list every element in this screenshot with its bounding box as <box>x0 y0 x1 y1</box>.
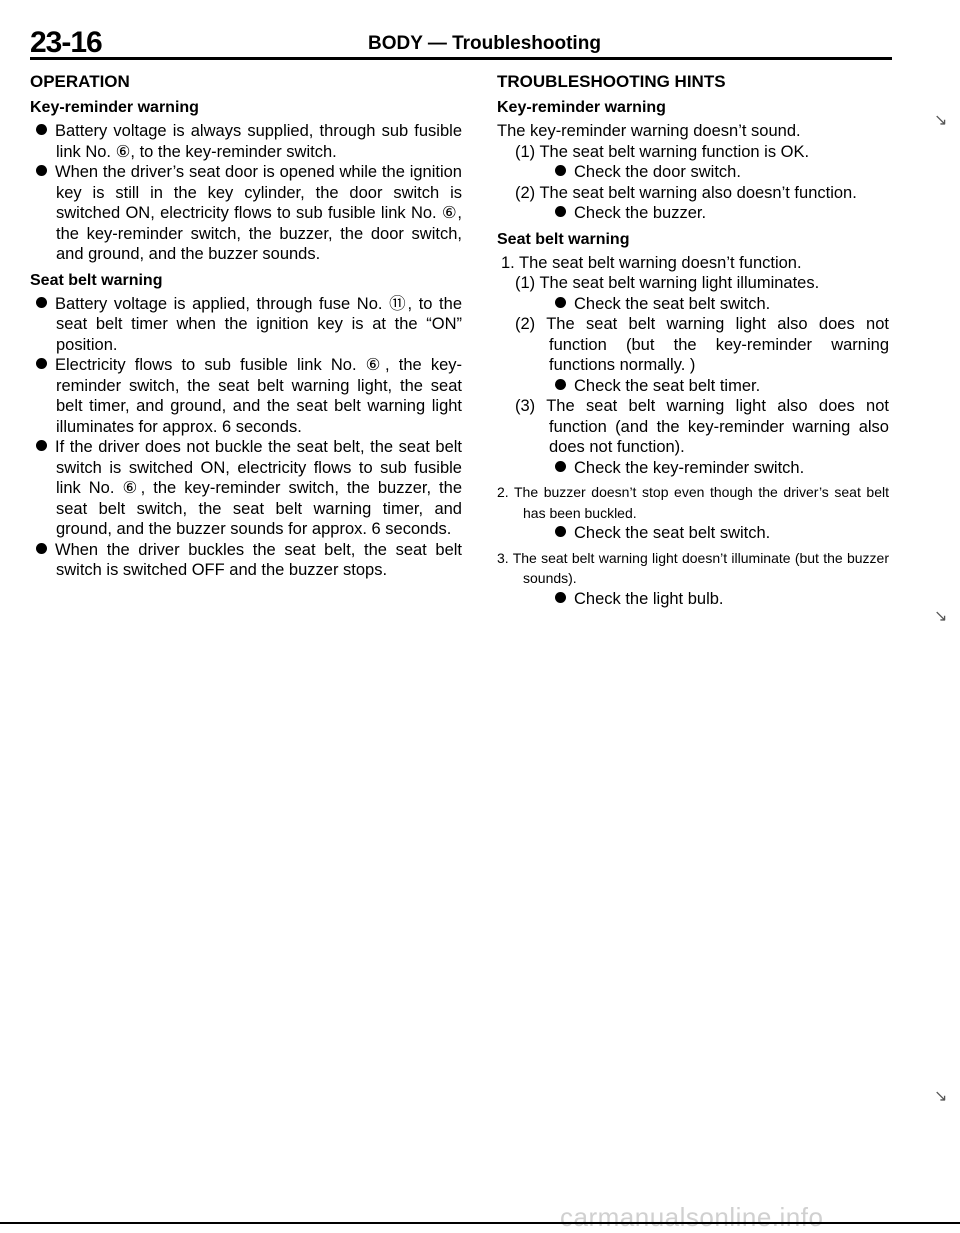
bullet-text: Battery voltage is applied, through fuse… <box>55 294 462 354</box>
key-reminder-hints-subheading: Key-reminder warning <box>497 99 666 116</box>
operation-bullet: When the driver buckles the seat belt, t… <box>30 540 462 581</box>
operation-heading: OPERATION <box>30 72 130 91</box>
left-column: OPERATION Key-reminder warning Battery v… <box>30 72 462 581</box>
check-item: Check the seat belt switch. <box>497 523 889 544</box>
bullet-text: When the driver buckles the seat belt, t… <box>55 540 462 580</box>
bullet-icon <box>36 440 47 451</box>
bullet-icon <box>555 206 566 217</box>
troubleshooting-heading: TROUBLESHOOTING HINTS <box>497 72 726 91</box>
symptom: 2. The buzzer doesn’t stop even though t… <box>497 484 889 521</box>
bullet-icon <box>555 526 566 537</box>
check-text: Check the seat belt timer. <box>574 376 761 395</box>
seat-belt-hints-subheading: Seat belt warning <box>497 230 630 248</box>
scan-mark: ↘ <box>934 608 948 625</box>
condition: (1) The seat belt warning function is OK… <box>515 142 810 161</box>
bullet-icon <box>555 591 566 603</box>
section-title: BODY — Troubleshooting <box>368 33 601 54</box>
key-reminder-subheading: Key-reminder warning <box>30 99 199 116</box>
check-item: Check the buzzer. <box>497 203 889 224</box>
check-text: Check the key-reminder switch. <box>574 458 805 477</box>
bullet-icon <box>36 296 47 308</box>
bullet-icon <box>555 460 566 472</box>
bullet-text: If the driver does not buckle the seat b… <box>55 438 462 538</box>
condition: (2) The seat belt warning light also doe… <box>515 315 889 374</box>
bullet-text: Battery voltage is always supplied, thro… <box>55 122 462 161</box>
right-column: TROUBLESHOOTING HINTS Key-reminder warni… <box>497 72 889 609</box>
page-header: 23-16 BODY — Troubleshooting <box>30 28 892 58</box>
check-item: Check the light bulb. <box>497 589 889 610</box>
seat-belt-subheading: Seat belt warning <box>30 271 163 289</box>
condition: (3) The seat belt warning light also doe… <box>515 397 889 456</box>
footer-rule <box>0 1222 960 1224</box>
condition: (1) The seat belt warning light illumina… <box>515 274 820 292</box>
check-item: Check the seat belt switch. <box>497 294 889 315</box>
condition: (2) The seat belt warning also doesn’t f… <box>515 183 857 202</box>
symptom: 1. The seat belt warning doesn’t functio… <box>501 253 802 272</box>
check-item: Check the key-reminder switch. <box>497 458 889 479</box>
bullet-icon <box>36 124 47 135</box>
bullet-icon <box>36 358 47 369</box>
operation-bullet: Battery voltage is always supplied, thro… <box>30 121 462 162</box>
operation-bullet: Electricity flows to sub fusible link No… <box>30 355 462 437</box>
check-text: Check the seat belt switch. <box>574 524 771 542</box>
check-text: Check the door switch. <box>574 163 741 181</box>
check-text: Check the buzzer. <box>574 204 707 222</box>
check-item: Check the seat belt timer. <box>497 376 889 397</box>
header-rule <box>30 57 892 60</box>
bullet-icon <box>36 165 47 176</box>
symptom: 3. The seat belt warning light doesn’t i… <box>497 549 889 587</box>
bullet-icon <box>555 165 566 176</box>
bullet-text: When the driver’s seat door is opened wh… <box>55 163 462 263</box>
bullet-icon <box>555 378 566 390</box>
check-text: Check the seat belt switch. <box>574 294 771 313</box>
page-number: 23-16 <box>30 26 103 59</box>
check-item: Check the door switch. <box>497 162 889 183</box>
operation-bullet: When the driver’s seat door is opened wh… <box>30 162 462 265</box>
bullet-icon <box>555 296 566 308</box>
operation-bullet: Battery voltage is applied, through fuse… <box>30 294 462 356</box>
symptom: The key-reminder warning doesn’t sound. <box>497 122 801 140</box>
check-text: Check the light bulb. <box>574 589 724 608</box>
scan-mark: ↘ <box>934 1088 948 1105</box>
watermark: carmanualsonline.info <box>560 1202 824 1232</box>
bullet-icon <box>36 542 47 554</box>
operation-bullet: If the driver does not buckle the seat b… <box>30 437 462 540</box>
scan-mark: ↘ <box>934 112 948 129</box>
bullet-text: Electricity flows to sub fusible link No… <box>55 356 462 436</box>
